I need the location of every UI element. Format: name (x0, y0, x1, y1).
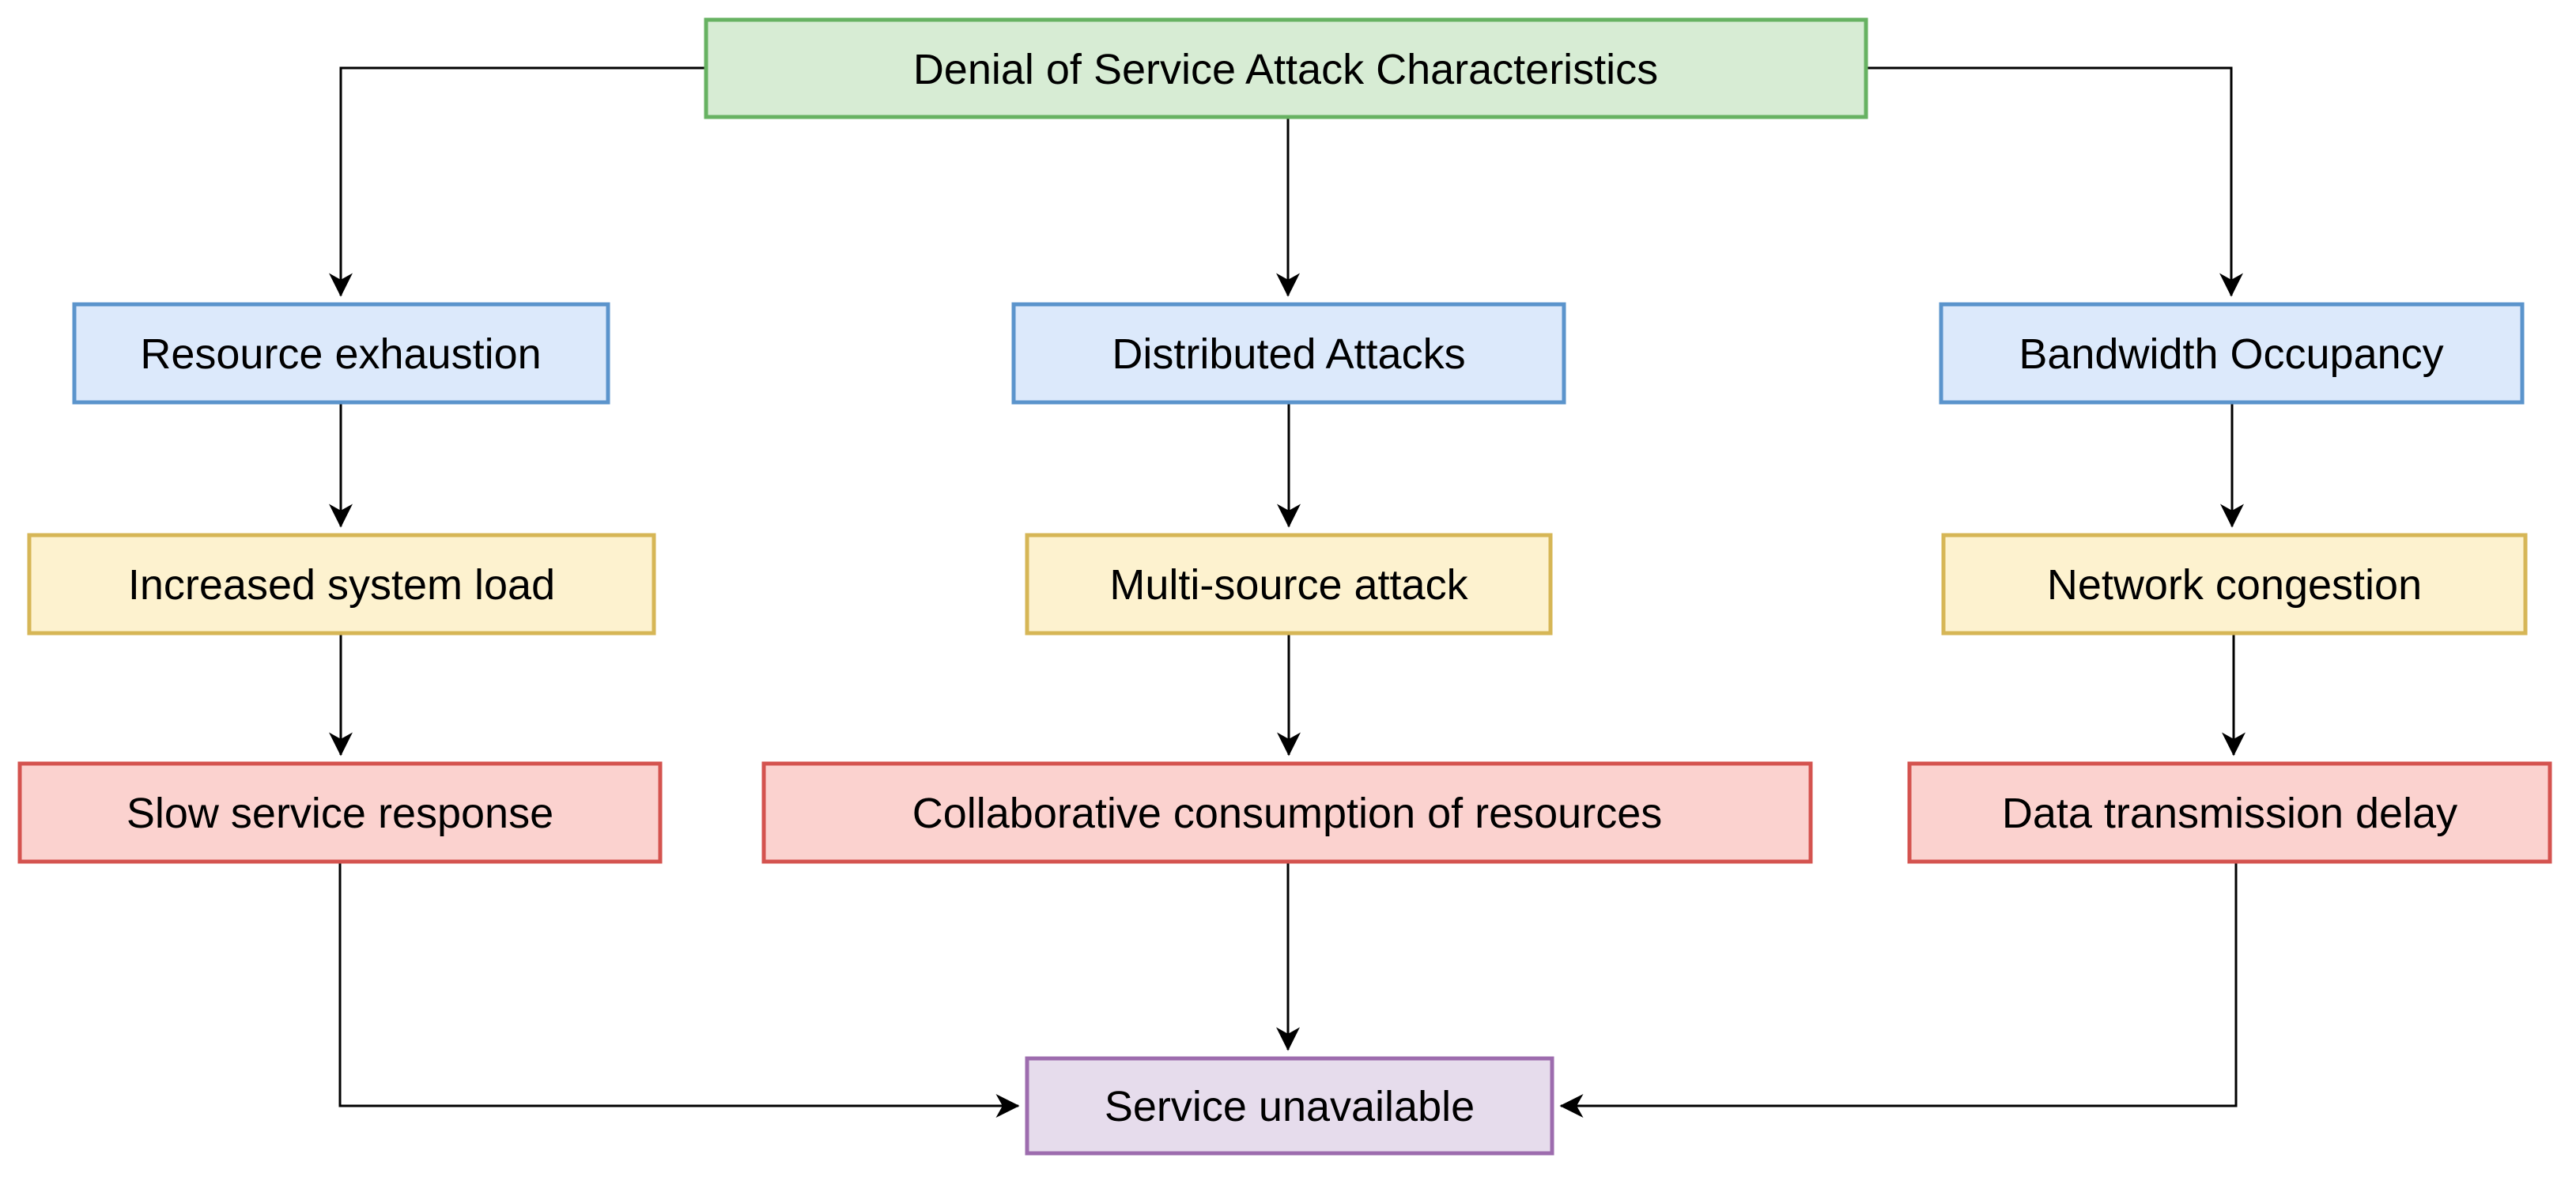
node-service-unavailable: Service unavailable (1025, 1056, 1554, 1156)
node-increased-system-load-label: Increased system load (128, 561, 555, 609)
node-resource-exhaustion-label: Resource exhaustion (140, 330, 541, 378)
edge-root-to-bandwidth-occupancy (1866, 66, 2243, 297)
node-collaborative-consumption-box (761, 761, 1813, 864)
node-collaborative-consumption: Collaborative consumption of resources (761, 761, 1813, 864)
node-data-transmission-delay-box (1907, 761, 2552, 864)
node-increased-system-load: Increased system load (27, 533, 656, 636)
node-root: Denial of Service Attack Characteristics (704, 17, 1868, 119)
edge-slow-service-response-to-service-unavailable (338, 862, 1020, 1118)
node-increased-system-load-box (27, 533, 656, 636)
node-resource-exhaustion-box (72, 302, 610, 405)
node-network-congestion-box (1941, 533, 2528, 636)
node-multi-source-attack-label: Multi-source attack (1109, 561, 1468, 609)
node-distributed-attacks-label: Distributed Attacks (1112, 330, 1465, 378)
node-root-box (704, 17, 1868, 119)
node-distributed-attacks-box (1011, 302, 1566, 405)
node-bandwidth-occupancy-box (1939, 302, 2525, 405)
node-root-label: Denial of Service Attack Characteristics (913, 46, 1658, 93)
node-slow-service-response-box (17, 761, 663, 864)
node-collaborative-consumption-label: Collaborative consumption of resources (912, 790, 1662, 837)
node-bandwidth-occupancy: Bandwidth Occupancy (1939, 302, 2525, 405)
edges-layer (329, 66, 2246, 1118)
node-network-congestion: Network congestion (1941, 533, 2528, 636)
node-data-transmission-delay: Data transmission delay (1907, 761, 2552, 864)
node-bandwidth-occupancy-label: Bandwidth Occupancy (2019, 330, 2443, 378)
node-service-unavailable-box (1025, 1056, 1554, 1156)
node-resource-exhaustion: Resource exhaustion (72, 302, 610, 405)
node-network-congestion-label: Network congestion (2047, 561, 2422, 609)
node-multi-source-attack: Multi-source attack (1025, 533, 1553, 636)
node-multi-source-attack-box (1025, 533, 1553, 636)
node-distributed-attacks: Distributed Attacks (1011, 302, 1566, 405)
node-data-transmission-delay-label: Data transmission delay (2002, 790, 2457, 837)
node-service-unavailable-label: Service unavailable (1105, 1083, 1475, 1130)
edge-data-transmission-delay-to-service-unavailable (1559, 862, 2238, 1118)
nodes-layer: Denial of Service Attack Characteristics… (17, 17, 2552, 1156)
edge-root-to-resource-exhaustion (329, 66, 706, 297)
node-slow-service-response-label: Slow service response (127, 790, 553, 837)
node-slow-service-response: Slow service response (17, 761, 663, 864)
